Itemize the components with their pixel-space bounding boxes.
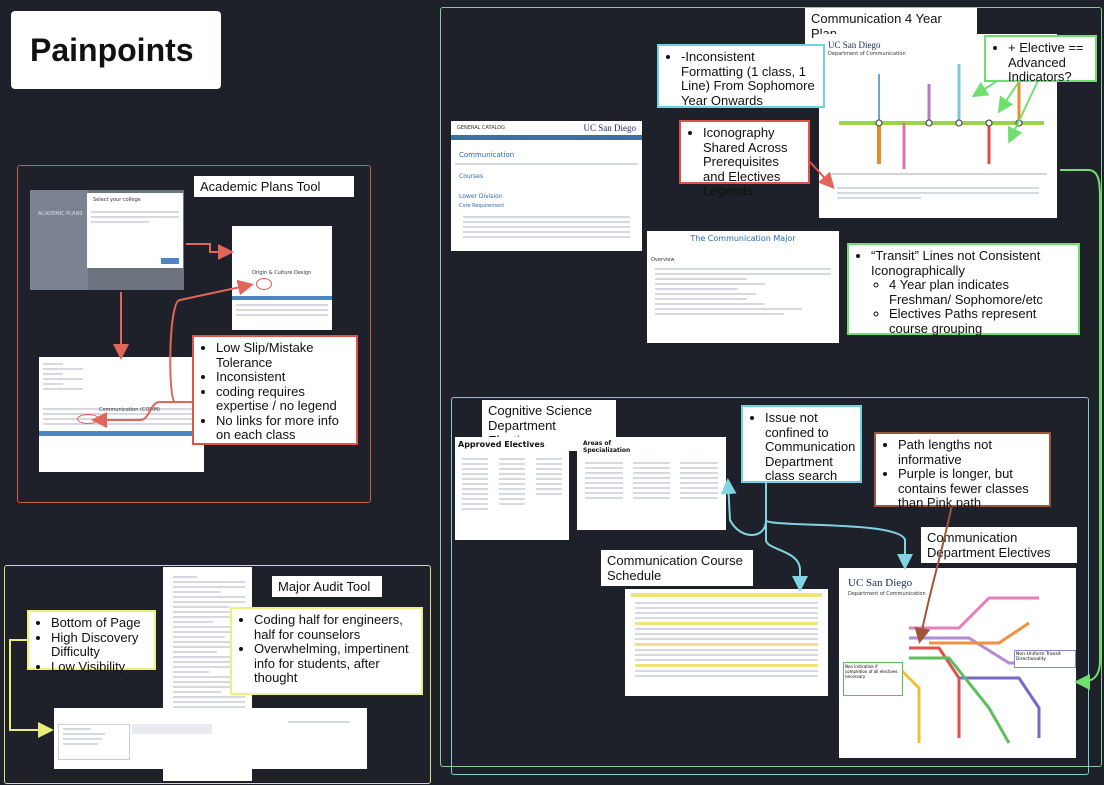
comm-plan-frame (440, 7, 1102, 767)
catalog-brand: UC San Diego (583, 123, 637, 133)
catalog-core: Core Requirement (459, 203, 505, 209)
page-title: Painpoints (11, 11, 221, 89)
note-inconsistent-formatting: -Inconsistent Formatting (1 class, 1 Lin… (657, 44, 825, 108)
note-low-slip-list: Low Slip/Mistake Tolerance Inconsistent … (200, 340, 350, 443)
academic-plans-list-screenshot: Communication (COMM) (39, 357, 204, 472)
communication-major-screenshot: The Communication Major Overview (647, 231, 839, 343)
academic-plans-frame (17, 165, 371, 503)
areas-title: Areas of Specialization (583, 440, 631, 454)
comm-electives-map-screenshot: UC San Diego Department of Communication… (839, 568, 1076, 758)
catalog-lower: Lower Division (459, 193, 503, 200)
plans-course-label: Communication (COMM) (99, 407, 160, 413)
cogsci-frame (451, 397, 1089, 775)
major-title: The Communication Major (690, 234, 796, 243)
plan-brand: UC San Diego (828, 40, 881, 50)
electives-callout: Non Indicative if completion of all elec… (843, 662, 903, 696)
note-low-slip-tolerance: Low Slip/Mistake Tolerance Inconsistent … (192, 335, 358, 445)
note-bottom-of-page: Bottom of Page High Discovery Difficulty… (27, 610, 156, 673)
note-iconography: Iconography Shared Across Prerequisites … (679, 120, 810, 198)
comm-course-schedule-screenshot (625, 589, 828, 696)
catalog-courses: Courses (459, 173, 484, 180)
academic-plans-course-screenshot: Origin & Culture Design (232, 226, 332, 330)
electives-dept: Department of Communication (848, 591, 926, 597)
catalog-heading: Communication (459, 151, 515, 159)
major-audit-frame (4, 565, 431, 784)
note-path-lengths: Path lengths not informative Purple is l… (874, 432, 1051, 510)
comm-schedule-label: Communication Course Schedule (601, 550, 753, 586)
electives-legend: Non-Uniform Transit Directionality (1014, 650, 1076, 668)
plans-dialog-title: Select your college (93, 197, 141, 203)
note-coding-half: Coding half for engineers, half for coun… (230, 607, 423, 695)
general-catalog-screenshot: GENERAL CATALOG UC San Diego Communicati… (451, 121, 642, 251)
major-overview: Overview (651, 257, 675, 263)
catalog-org: GENERAL CATALOG (457, 125, 506, 131)
major-audit-label: Major Audit Tool (272, 576, 382, 597)
areas-of-specialization-screenshot: Areas of Specialization (577, 437, 726, 530)
approved-title: Approved Electives (458, 440, 545, 449)
approved-electives-screenshot: Approved Electives (455, 437, 569, 540)
plan-dept: Department of Communication (828, 51, 906, 57)
academic-plans-dialog-screenshot: ACADEMIC PLANS Select your college (30, 190, 184, 290)
note-elective-advanced: + Elective == Advanced Indicators? (984, 35, 1097, 84)
electives-brand: UC San Diego (848, 577, 913, 589)
major-audit-legend-screenshot (54, 708, 367, 769)
note-transit-lines: “Transit” Lines not Consistent Iconograp… (847, 243, 1080, 335)
note-issue-not-confined: Issue not confined to Communication Depa… (741, 405, 862, 483)
academic-plans-label: Academic Plans Tool (194, 176, 354, 197)
plans-tool-header: ACADEMIC PLANS (38, 211, 83, 217)
comm-electives-label: Communication Department Electives (921, 527, 1077, 563)
